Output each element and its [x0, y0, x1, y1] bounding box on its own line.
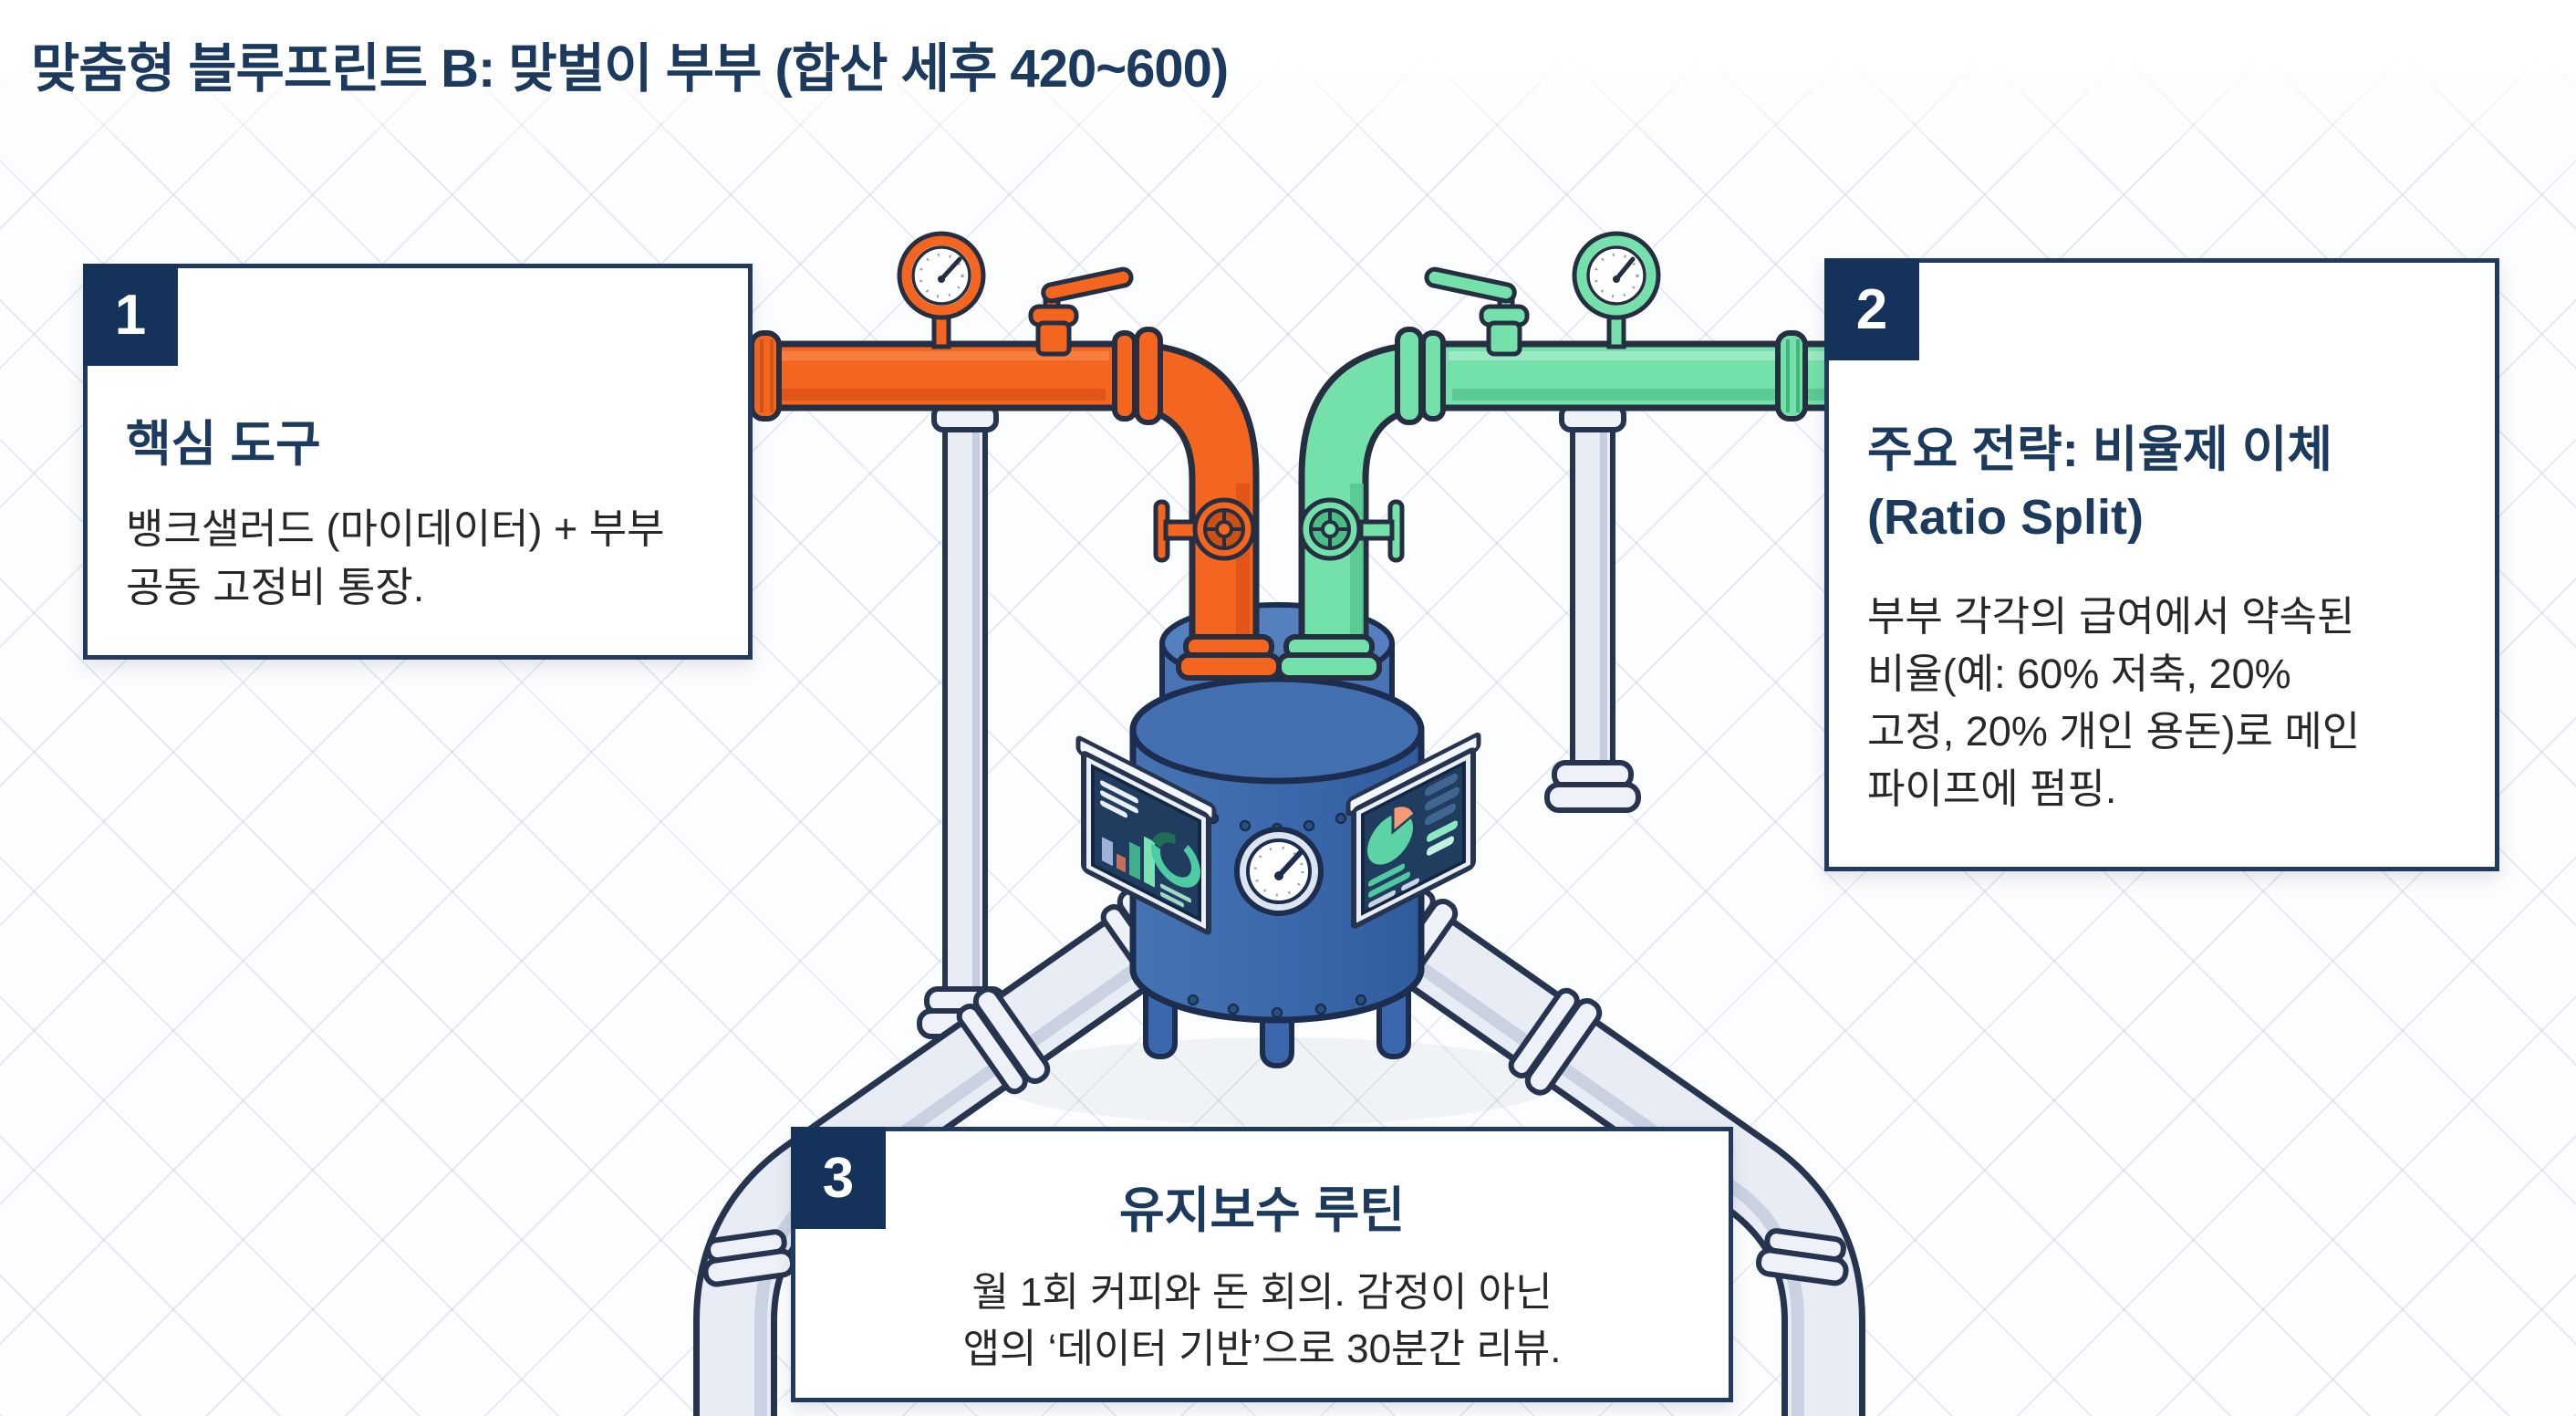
pipe-flange-pair: [1395, 327, 1446, 425]
card-body-line: 앱의 ‘데이터 기반’으로 30분간 리뷰.: [962, 1327, 1562, 1371]
donut-chart-icon: [1151, 832, 1200, 888]
step-number-badge: 2: [1824, 258, 1919, 360]
pressure-gauge-green-icon: [1572, 231, 1661, 349]
machine-shadow: [994, 1037, 1560, 1125]
card-title-line: 핵심 도구: [126, 417, 321, 472]
menu-lines-icon: [1100, 780, 1138, 818]
card-title-line: 유지보수 루틴: [1118, 1183, 1406, 1238]
support-pipe-right: [1544, 403, 1641, 813]
pipe-flange: [749, 330, 782, 422]
mint-lines: [1427, 820, 1458, 856]
tank-gauge-icon: [1234, 827, 1324, 916]
pipe-flange-pair: [1112, 327, 1163, 425]
card-title: 유지보수 루틴: [795, 1179, 1729, 1243]
card-body-line: 비율(예: 60% 저축, 20%: [1867, 651, 2291, 697]
card-body-line: 부부 각각의 급여에서 약속된: [1867, 593, 2355, 640]
pipe-flange: [1775, 330, 1808, 422]
lever-valve-orange-icon: [1028, 266, 1134, 357]
dashboard-monitor-left: [1075, 735, 1217, 935]
page-title: 맞춤형 블루프린트 B: 맞벌이 부부 (합산 세후 420~600): [31, 39, 1229, 99]
light-lines: [1368, 878, 1419, 908]
pressure-gauge-orange-icon: [897, 231, 986, 349]
step-number-badge: 1: [83, 264, 178, 366]
green-inflow-pipe: [1276, 231, 1877, 681]
card-body-line: 월 1회 커피와 돈 회의. 감정이 아닌: [971, 1270, 1553, 1315]
card-body-line: 뱅크샐러드 (마이데이터) + 부부: [126, 505, 665, 552]
stat-lines: [1160, 883, 1191, 908]
card-body: 월 1회 커피와 돈 회의. 감정이 아닌 앱의 ‘데이터 기반’으로 30분간…: [795, 1265, 1729, 1378]
teal-lines: [1368, 863, 1410, 898]
card-title: 핵심 도구: [126, 412, 748, 476]
step-number-badge: 3: [791, 1127, 886, 1229]
tank-inlet-collar: [1176, 634, 1282, 681]
card-title-line: (Ratio Split): [1867, 490, 2144, 545]
dashboard-monitor-right: [1345, 732, 1481, 929]
pie-chart-icon: [1367, 803, 1417, 865]
info-card-maintenance-routine: 3 유지보수 루틴 월 1회 커피와 돈 회의. 감정이 아닌 앱의 ‘데이터 …: [791, 1127, 1733, 1402]
info-card-main-strategy: 2 주요 전략: 비율제 이체 (Ratio Split) 부부 각각의 급여에…: [1824, 258, 2499, 871]
card-body-line: 공동 고정비 통장.: [126, 564, 425, 610]
card-body: 뱅크샐러드 (마이데이터) + 부부 공동 고정비 통장.: [126, 500, 748, 617]
card-body-line: 고정, 20% 개인 용돈)로 메인: [1867, 708, 2361, 755]
handwheel-valve-orange-icon: [1153, 497, 1256, 563]
tank-inlet-collar: [1276, 634, 1382, 681]
card-body: 부부 각각의 급여에서 약속된 비율(예: 60% 저축, 20% 고정, 20…: [1867, 588, 2457, 817]
info-card-core-tools: 1 핵심 도구 뱅크샐러드 (마이데이터) + 부부 공동 고정비 통장.: [83, 264, 753, 660]
handwheel-valve-green-icon: [1298, 497, 1405, 563]
support-pipe-left: [917, 403, 1013, 1039]
card-title-line: 주요 전략: 비율제 이체: [1867, 422, 2333, 477]
stat-bars: [1425, 773, 1459, 826]
lever-valve-green-icon: [1424, 266, 1530, 357]
card-body-line: 파이프에 펌핑.: [1867, 765, 2117, 812]
card-title: 주요 전략: 비율제 이체 (Ratio Split): [1867, 416, 2495, 551]
